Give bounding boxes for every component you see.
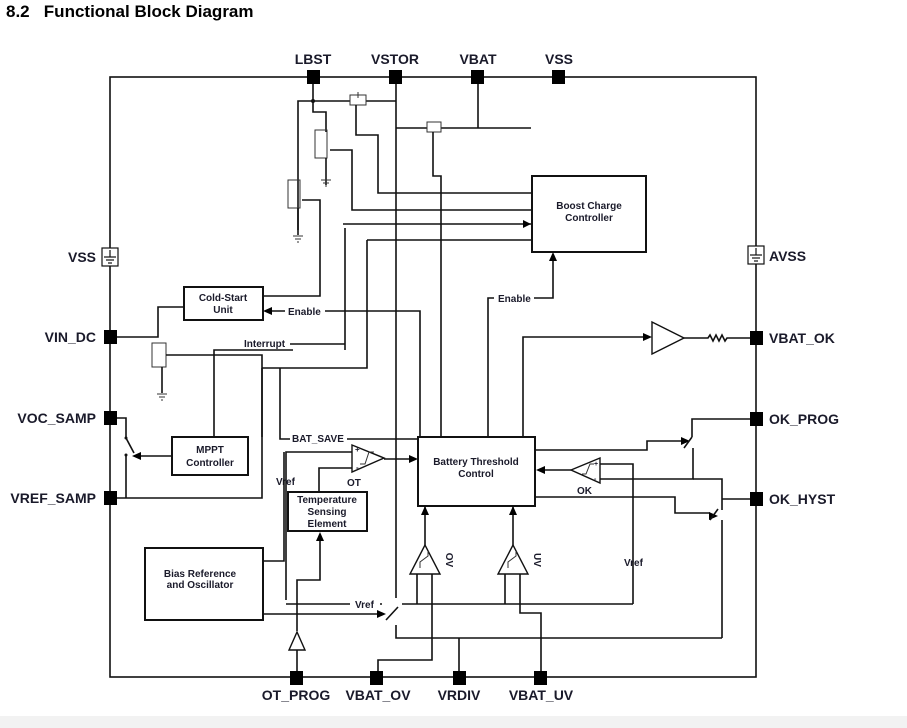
label-ok: OK: [577, 486, 593, 497]
wire-interrupt: [213, 228, 346, 438]
svg-text:OK_PROG: OK_PROG: [769, 411, 839, 427]
svg-text:Battery Threshold: Battery Threshold: [433, 457, 519, 468]
arrow-into-battery: [409, 455, 418, 463]
svg-text:UV: UV: [531, 553, 542, 567]
pin-vin-dc: VIN_DC: [45, 329, 117, 345]
boost-charge-controller: Boost Charge Controller: [531, 175, 647, 253]
arrow-mppt-switch: [132, 452, 141, 460]
power-switch-network: [262, 84, 531, 418]
svg-text:Sensing: Sensing: [308, 507, 347, 518]
arrow-enable-cold: [263, 307, 272, 315]
chip-outline: [109, 76, 757, 678]
svg-text:VBAT: VBAT: [459, 51, 497, 67]
wire-vbat-ok: [522, 336, 644, 437]
svg-text:OK_HYST: OK_HYST: [769, 491, 836, 507]
svg-text:-: -: [356, 463, 359, 472]
pin-voc-samp: VOC_SAMP: [17, 410, 117, 426]
svg-text:MPPT: MPPT: [196, 445, 224, 456]
label-enable-boost: Enable: [498, 294, 531, 305]
vbat-ok-buffer: [651, 320, 686, 356]
page-footer-strip: [0, 716, 907, 728]
temperature-sensing-element: Temperature Sensing Element: [287, 491, 368, 532]
mppt-controller: MPPT Controller: [171, 436, 249, 476]
arrow-enable-boost: [549, 252, 557, 261]
arrow-into-boost: [523, 220, 531, 228]
label-vref-left: Vref: [276, 477, 296, 488]
wire-enable-boost: [487, 260, 554, 437]
pin-vstor: VSTOR: [371, 51, 419, 84]
svg-text:VREF_SAMP: VREF_SAMP: [10, 490, 96, 506]
pin-ok-hyst: OK_HYST: [750, 491, 836, 507]
label-vref-bottom: Vref: [355, 600, 375, 611]
wire-voc-samp: [117, 368, 263, 499]
bias-reference-oscillator: Bias Reference and Oscillator: [144, 547, 264, 621]
pin-vbat-ok: VBAT_OK: [750, 330, 835, 346]
wire-vref-ot: [285, 451, 352, 600]
svg-text:VSS: VSS: [545, 51, 573, 67]
svg-text:Controller: Controller: [186, 458, 234, 469]
svg-text:VBAT_OK: VBAT_OK: [769, 330, 835, 346]
pin-vss-left: VSS: [68, 247, 119, 267]
svg-text:and Oscillator: and Oscillator: [167, 580, 234, 591]
svg-text:+: +: [594, 461, 598, 468]
svg-text:OT_PROG: OT_PROG: [262, 687, 331, 703]
arrow-ok-into-battery: [536, 466, 545, 474]
pin-vbat-ov: VBAT_OV: [345, 671, 411, 703]
ot-prog-buffer: [287, 630, 307, 651]
pin-vbat: VBAT: [459, 51, 497, 84]
pin-ot-prog: OT_PROG: [262, 671, 331, 703]
svg-text:VOC_SAMP: VOC_SAMP: [17, 410, 96, 426]
ov-comparator: OV: [408, 543, 454, 575]
svg-text:OV: OV: [443, 553, 454, 568]
pin-vbat-uv: VBAT_UV: [509, 671, 574, 703]
pin-lbst: LBST: [295, 51, 332, 84]
svg-text:VBAT_OV: VBAT_OV: [345, 687, 411, 703]
uv-comparator: UV: [496, 543, 542, 575]
pin-vss-top: VSS: [545, 51, 573, 84]
cold-start-unit: Cold-Start Unit: [183, 286, 264, 321]
label-interrupt: Interrupt: [244, 339, 286, 350]
pin-vref-samp: VREF_SAMP: [10, 490, 117, 506]
svg-text:VRDIV: VRDIV: [438, 687, 481, 703]
section-heading: 8.2 Functional Block Diagram: [6, 2, 254, 21]
wire-bat-save: [279, 368, 418, 440]
svg-text:Control: Control: [458, 469, 494, 480]
svg-text:LBST: LBST: [295, 51, 332, 67]
svg-text:Controller: Controller: [565, 213, 613, 224]
svg-text:Boost Charge: Boost Charge: [556, 201, 622, 212]
svg-text:Element: Element: [308, 519, 348, 530]
battery-threshold-control: Battery Threshold Control: [417, 436, 536, 507]
pin-avss: AVSS: [747, 245, 806, 265]
svg-text:Unit: Unit: [213, 305, 233, 316]
label-bat-save: BAT_SAVE: [292, 434, 344, 445]
ot-comparator: + -: [351, 443, 386, 474]
svg-text:VBAT_UV: VBAT_UV: [509, 687, 574, 703]
svg-text:+: +: [355, 445, 360, 454]
svg-text:Temperature: Temperature: [297, 495, 357, 506]
label-ot: OT: [347, 478, 361, 489]
pin-ok-prog: OK_PROG: [750, 411, 839, 427]
label-enable-cold: Enable: [288, 307, 321, 318]
resistor: [684, 333, 750, 343]
arrow-into-temp: [316, 532, 324, 541]
pin-vrdiv: VRDIV: [438, 671, 481, 703]
ok-comparator: + -: [569, 456, 601, 485]
svg-text:-: -: [594, 476, 597, 483]
svg-text:VIN_DC: VIN_DC: [45, 329, 96, 345]
svg-text:VSS: VSS: [68, 249, 96, 265]
svg-text:VSTOR: VSTOR: [371, 51, 419, 67]
svg-text:Bias Reference: Bias Reference: [164, 569, 237, 580]
svg-text:AVSS: AVSS: [769, 248, 806, 264]
svg-text:Cold-Start: Cold-Start: [199, 293, 248, 304]
wire-vin-dc: [117, 306, 184, 338]
label-vref-right: Vref: [624, 558, 644, 569]
